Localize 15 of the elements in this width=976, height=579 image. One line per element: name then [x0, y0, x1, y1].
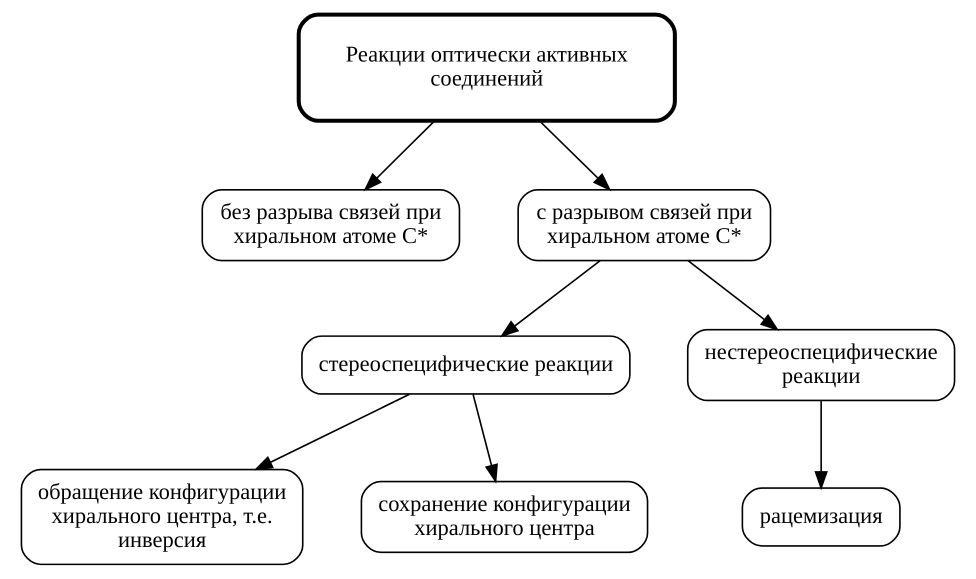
arrow — [472, 394, 498, 484]
node-box: сохранение конфигурации хирального центра — [360, 480, 648, 554]
node-box: рацемизация — [742, 487, 901, 547]
arrow — [814, 401, 828, 490]
arrow — [688, 260, 780, 332]
node-box: стереоспецифические реакции — [301, 335, 631, 395]
node-box: обращение конфигурации хирального центра, т.е. инверсия — [20, 468, 304, 566]
arrow — [363, 120, 435, 192]
node-box: с разрывом связей при хиральном атоме С* — [517, 189, 772, 262]
arrow — [254, 394, 410, 471]
arrow — [500, 260, 601, 338]
node-box: Реакции оптически активных соединений — [296, 12, 677, 123]
arrow — [539, 120, 612, 192]
node-box: без разрыва связей при хиральном атоме С* — [201, 189, 460, 262]
node-box: нестереоспецифические реакции — [686, 328, 956, 402]
